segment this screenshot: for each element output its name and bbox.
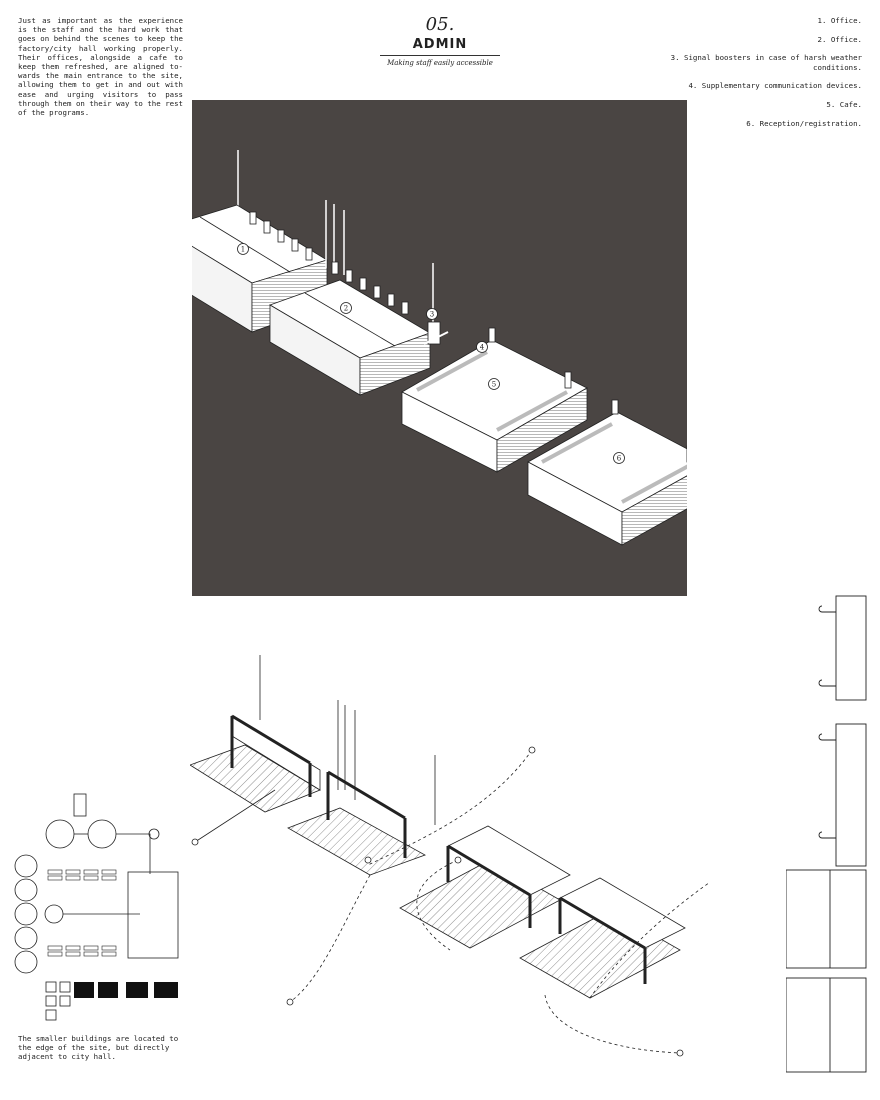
section-subtitle: Making staff easily accessible [387,59,493,67]
section-title: ADMIN [380,37,500,56]
section-number: 05. [425,14,455,35]
building-5 [401,327,588,473]
marker-6: 6 [613,452,625,464]
legend-item-1: 1. Office. [817,16,863,25]
marker-2: 2 [340,302,352,314]
legend-item-2: 2. Office. [817,34,863,44]
marker-5: 5 [488,378,500,390]
exploded-axonometric [190,655,710,1057]
marker-3: 3 [426,308,438,320]
marker-1: 1 [237,243,249,255]
site-plan [14,793,179,1021]
building-2 [269,200,431,396]
svg-text:3: 3 [430,311,434,319]
intro-paragraph: Just as important as the experience is t… [18,16,183,118]
signal-booster [423,263,449,345]
axonometric-panel: 1 2 3 4 5 6 [192,100,687,596]
legend-item-6: 6. Reception/registration. [746,118,862,128]
svg-text:2: 2 [344,305,348,313]
plan-block [73,793,87,817]
legend-item-3: 3. Signal boosters in case of harsh weat… [670,53,862,72]
legend-item-5: 5. Cafe. [826,100,862,110]
axonometric-drawing: 1 2 3 4 5 6 [192,150,687,546]
legend-list: 1. Office. 2. Office. 3. Signal boosters… [662,16,862,137]
svg-text:4: 4 [480,344,485,352]
elevation-strip [786,595,867,1073]
marker-4: 4 [476,341,488,353]
legend-item-4: 4. Supplementary communication devices. [688,81,862,91]
svg-text:5: 5 [492,381,496,389]
building-6 [527,399,687,546]
section-header: 05. ADMIN Making staff easily accessible [380,14,500,67]
site-note: The smaller buildings are located to the… [18,1034,179,1062]
svg-text:6: 6 [617,455,622,463]
svg-text:1: 1 [241,246,245,254]
